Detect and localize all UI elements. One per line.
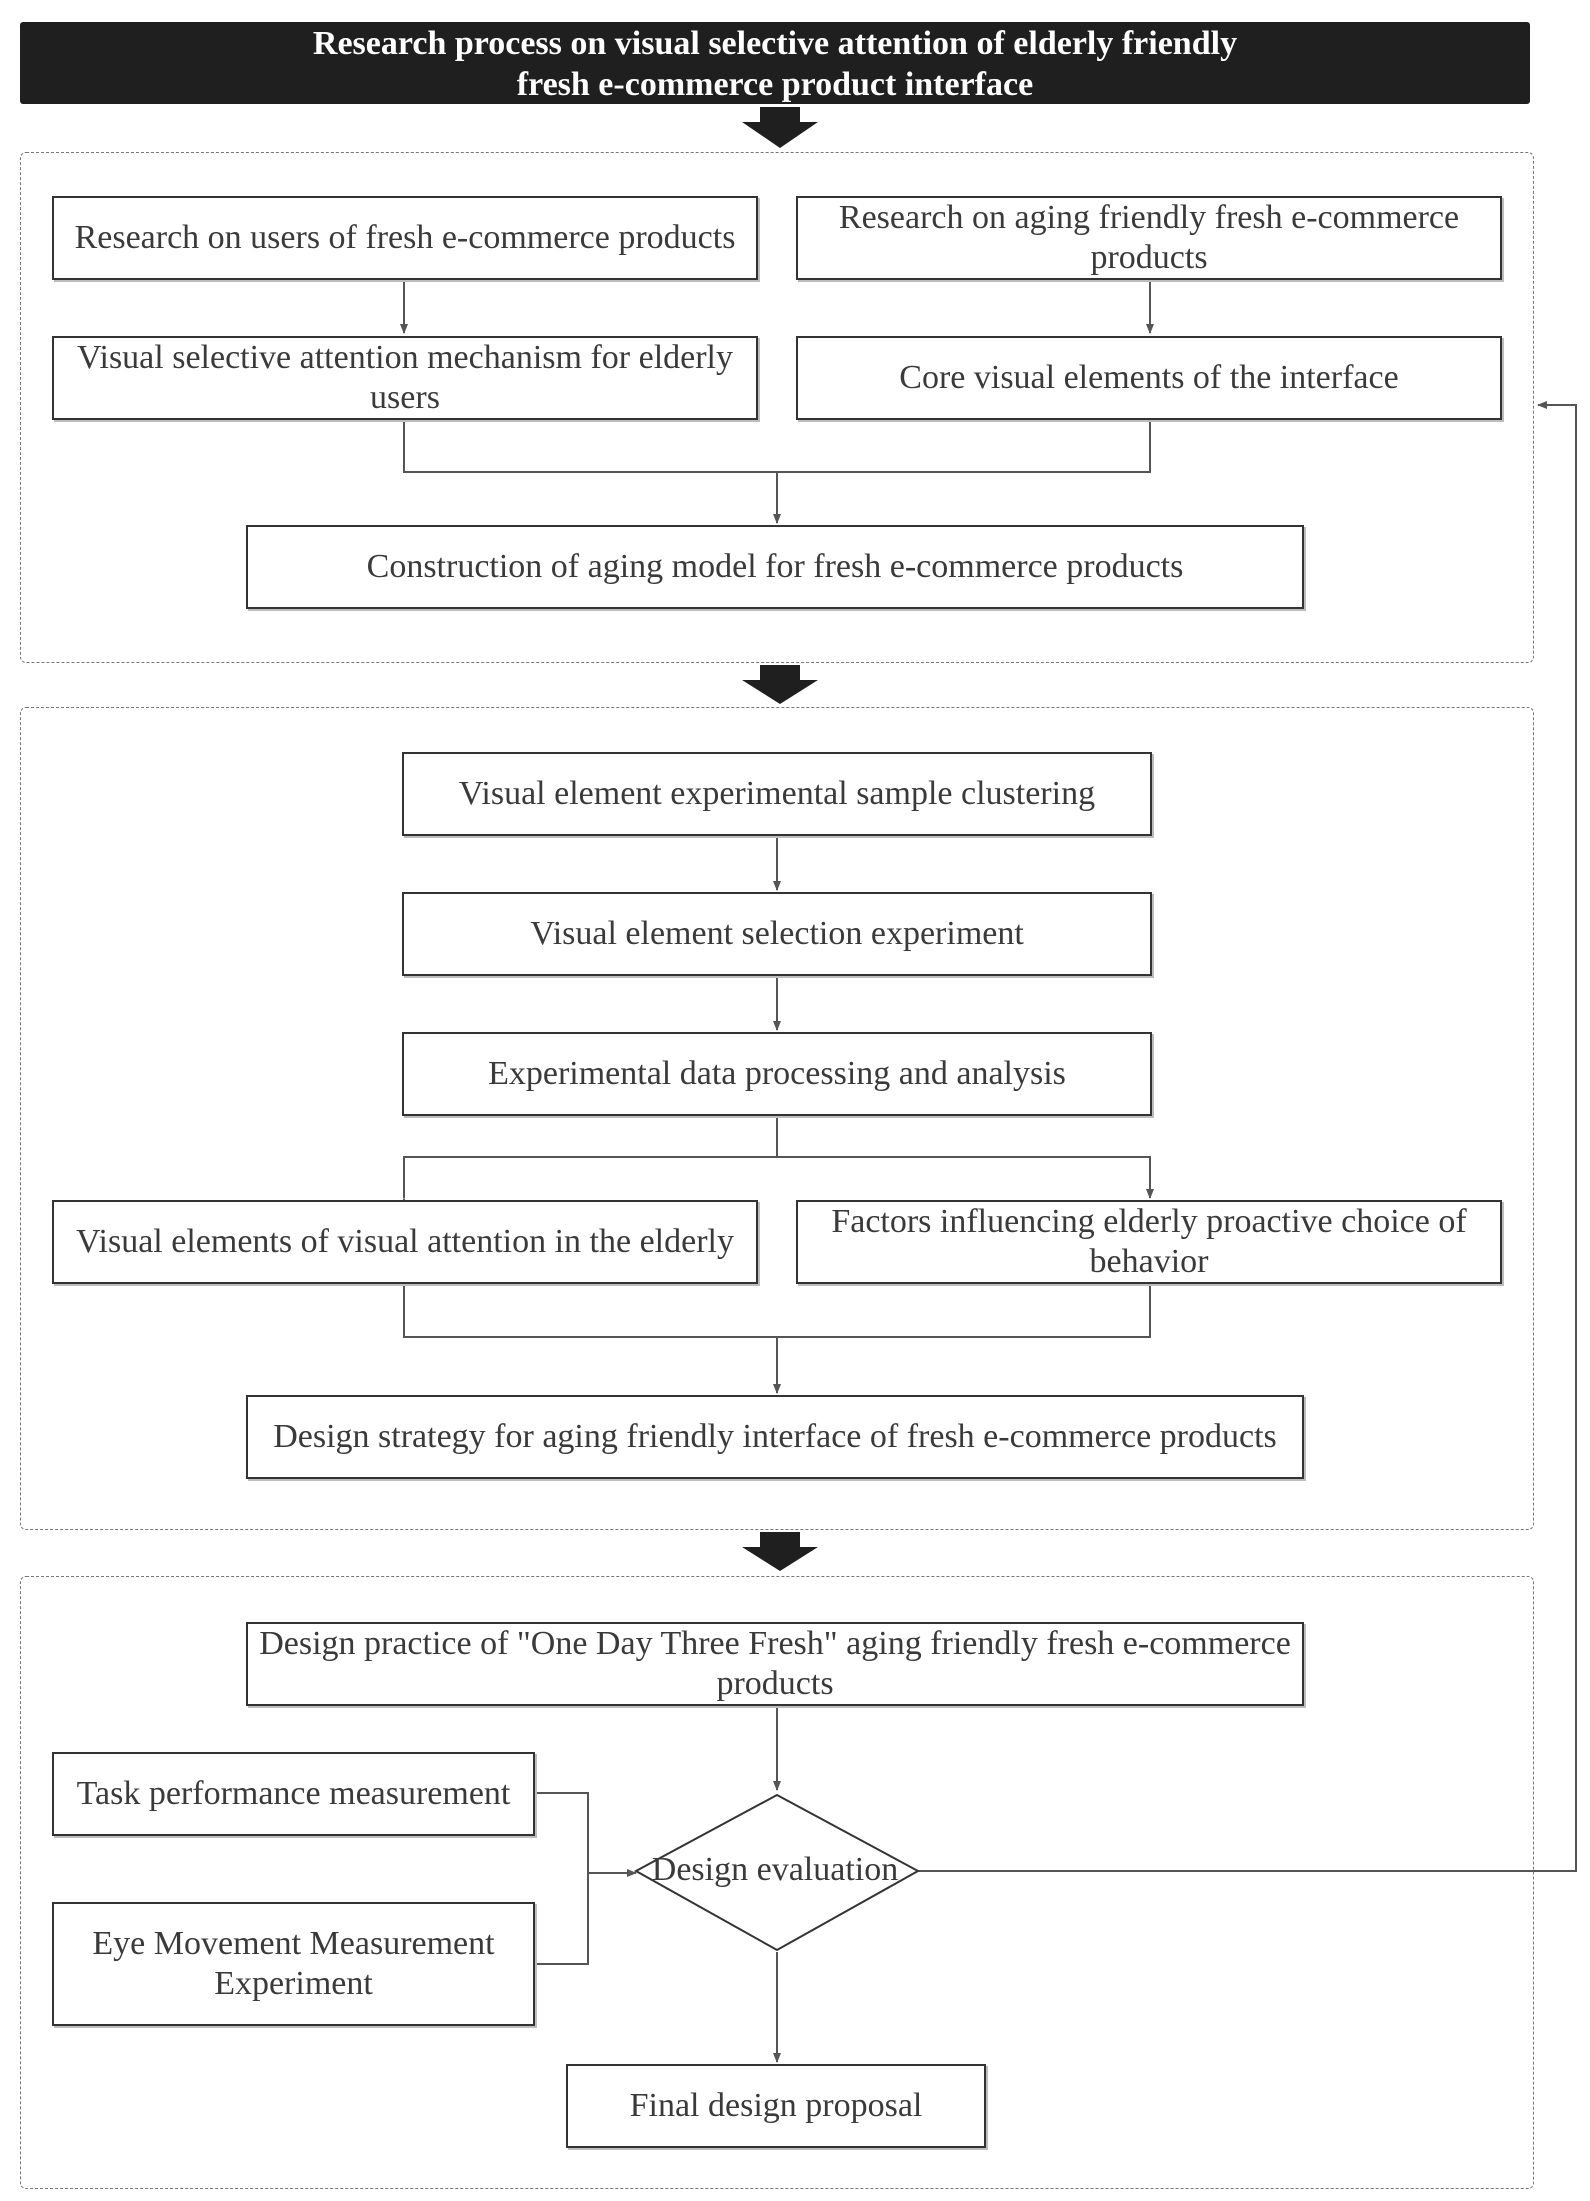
design-practice-box: Design practice of "One Day Three Fresh"… [246,1622,1304,1706]
connector-feedback-loop [918,401,1577,1872]
proactive-factors-label: Factors influencing elderly proactive ch… [831,1203,1467,1280]
task-performance-box: Task performance measurement [52,1752,535,1836]
section-research-frame [20,152,1534,663]
title-line-1: Research process on visual selective att… [312,25,1238,62]
proactive-factors-box: Factors influencing elderly proactive ch… [796,1200,1502,1284]
eye-movement-box: Eye Movement Measurement Experiment [52,1902,535,2026]
data-analysis-box: Experimental data processing and analysi… [402,1032,1152,1116]
connector-task-to-evaluation [535,1792,589,1965]
aging-research-box: Research on aging friendly fresh e-comme… [796,196,1502,280]
design-strategy-label: Design strategy for aging friendly inter… [273,1418,1277,1455]
attention-mechanism-box: Visual selective attention mechanism for… [52,336,758,420]
design-evaluation-diamond [633,1793,921,1952]
page-title: Research process on visual selective att… [20,22,1530,104]
sample-clustering-box: Visual element experimental sample clust… [402,752,1152,836]
selection-experiment-box: Visual element selection experiment [402,892,1152,976]
aging-research-label: Research on aging friendly fresh e-comme… [838,199,1460,276]
section-arrow-3 [742,1532,818,1571]
aging-model-label: Construction of aging model for fresh e-… [366,548,1184,585]
section-experiment-frame [20,707,1534,1530]
final-proposal-box: Final design proposal [566,2064,986,2148]
title-line-2: fresh e-commerce product interface [516,66,1034,103]
design-practice-label: Design practice of "One Day Three Fresh"… [259,1625,1291,1702]
section-practice-frame [20,1576,1534,2189]
design-strategy-box: Design strategy for aging friendly inter… [246,1395,1304,1479]
section-arrow-2 [742,665,818,704]
eye-movement-label: Eye Movement Measurement Experiment [92,1925,495,2002]
core-elements-label: Core visual elements of the interface [899,359,1399,396]
attention-mechanism-label: Visual selective attention mechanism for… [76,339,733,416]
visual-attention-elements-box: Visual elements of visual attention in t… [52,1200,758,1284]
selection-experiment-label: Visual element selection experiment [530,915,1024,952]
users-research-label: Research on users of fresh e-commerce pr… [74,219,736,256]
design-evaluation-label: Design evaluation [651,1851,899,1888]
aging-model-box: Construction of aging model for fresh e-… [246,525,1304,609]
visual-attention-elements-label: Visual elements of visual attention in t… [76,1223,734,1260]
sample-clustering-label: Visual element experimental sample clust… [458,775,1096,812]
core-elements-box: Core visual elements of the interface [796,336,1502,420]
section-arrow-1 [742,107,818,148]
task-performance-label: Task performance measurement [76,1775,511,1812]
users-research-box: Research on users of fresh e-commerce pr… [52,196,758,280]
final-proposal-label: Final design proposal [629,2087,923,2124]
data-analysis-label: Experimental data processing and analysi… [488,1055,1066,1092]
